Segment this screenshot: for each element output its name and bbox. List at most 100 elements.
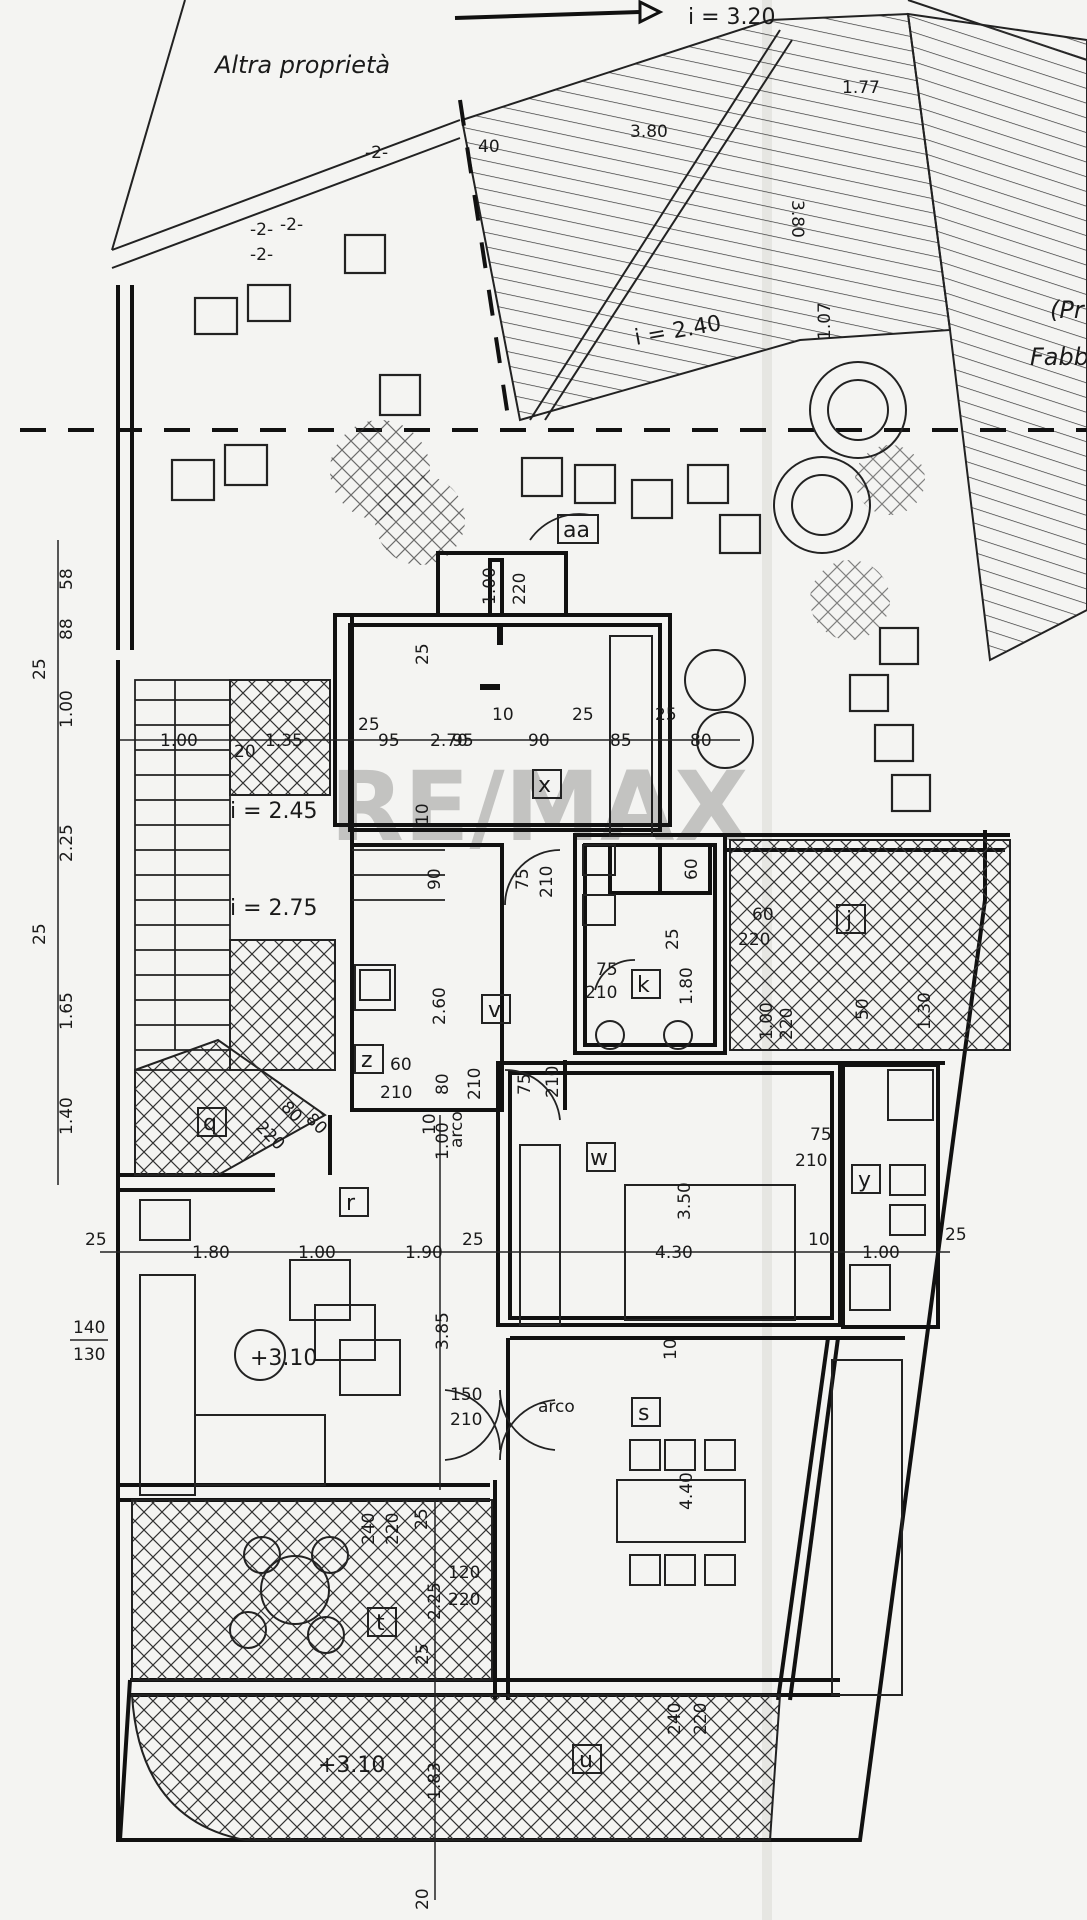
room-s: s: [638, 1401, 649, 1426]
label-slope-stair2: i = 2.75: [230, 896, 318, 921]
dims-door-k: 75 210 25 1.80 60: [585, 858, 702, 1005]
dim-mid-1: 25: [85, 1230, 107, 1250]
dim-door-v-3: 210: [465, 1068, 485, 1100]
dim-door-v-4: 60: [390, 1055, 412, 1075]
dimension-lines: [57, 540, 950, 1900]
dim-left-2: 88: [57, 618, 77, 640]
dim-door-k-3: 25: [663, 928, 683, 950]
dim-terrace-6: 120: [448, 1563, 480, 1583]
room-w: w: [590, 1146, 608, 1171]
dim-door-k-2: 210: [585, 983, 617, 1003]
room-j: j: [845, 908, 852, 933]
dim-door-x-5: 210: [537, 866, 557, 898]
label-slope-stair1: i = 2.45: [230, 799, 318, 824]
dim-bottom-2: 20: [413, 1888, 433, 1910]
dim-row1-10: 25: [572, 705, 594, 725]
axis-lines: [20, 99, 1087, 432]
dim-row1-6: 2.70: [430, 731, 468, 751]
dim-left-6: 25: [30, 923, 50, 945]
dim-bottom-1: 1.83: [425, 1762, 445, 1800]
dim-row1-8: 10: [492, 705, 514, 725]
dim-door-v-1: 2.60: [430, 987, 450, 1025]
dim-terrace-4: 2.25: [425, 1582, 445, 1620]
dim-top-2: -2-: [250, 220, 273, 240]
dim-left-7: 1.65: [57, 992, 77, 1030]
dim-top-5: 40: [478, 137, 500, 157]
dim-arch-2: 210: [450, 1410, 482, 1430]
dims-door-v: 2.60 80 210 60 210 80 10 1.00: [301, 987, 485, 1160]
dims-door-j: 60 220 1.00 220 50 1.30: [738, 905, 935, 1040]
dims-arch: 150 210: [450, 1385, 482, 1430]
dim-left-3: 25: [30, 658, 50, 680]
dim-door-k-1: 75: [596, 960, 618, 980]
dim-door-v-7: 10: [420, 1113, 440, 1135]
dim-door-top-2: 220: [510, 573, 530, 605]
label-elevation-terrace: +3.10: [318, 1753, 385, 1778]
dim-door-x-4: 75: [513, 868, 533, 890]
furniture: [139, 635, 934, 1696]
room-t: t: [376, 1611, 385, 1636]
dim-mid-9: 25: [945, 1225, 967, 1245]
room-q: q: [203, 1111, 217, 1136]
dim-top-3: -2-: [280, 215, 303, 235]
dim-terrace-7: 220: [448, 1590, 480, 1610]
label-slope-top: i = 3.20: [688, 5, 776, 30]
dim-door-top-1: 1.00: [480, 567, 500, 605]
dim-mid-8: 1.00: [862, 1243, 900, 1263]
door-swings: [444, 513, 636, 1461]
dims-door-w: 75 210 3.50 75 210: [515, 1066, 832, 1220]
room-r: r: [346, 1191, 356, 1216]
dim-top-1: -2-: [365, 143, 388, 163]
dim-row1-2: 20: [234, 742, 256, 762]
room-tags: aa x v k j z q r w y s t u: [197, 514, 881, 1774]
room-x: x: [538, 773, 551, 798]
dim-mid-7: 10: [808, 1230, 830, 1250]
dims-window-left: 140 130: [70, 1318, 108, 1365]
dim-vmid-3: 4.40: [677, 1472, 697, 1510]
dim-door-k-5: 60: [682, 858, 702, 880]
tree-icon: [684, 361, 907, 769]
label-right-bottom: Fabb: [1030, 343, 1087, 371]
dims-door-top: 1.00 220: [480, 567, 530, 605]
dim-vmid-2: 10: [661, 1338, 681, 1360]
dim-row1-4: 25: [358, 715, 380, 735]
dim-mid-6: 4.30: [655, 1243, 693, 1263]
dim-door-j-4: 220: [777, 1008, 797, 1040]
dim-door-w-2: 210: [543, 1066, 563, 1098]
dim-vmid-1: 3.85: [433, 1312, 453, 1350]
dim-door-x-3: 90: [425, 868, 445, 890]
dim-top-9: 1.07: [815, 302, 835, 340]
dim-mid-3: 1.00: [298, 1243, 336, 1263]
dim-door-j-1: 60: [752, 905, 774, 925]
dim-door-w-4: 75: [810, 1125, 832, 1145]
room-z: z: [361, 1048, 373, 1073]
dim-mid-2: 1.80: [192, 1243, 230, 1263]
dims-vertical-mid: 3.85 10 4.40: [433, 1312, 697, 1510]
room-aa: aa: [563, 518, 590, 543]
dim-door-k-4: 1.80: [677, 967, 697, 1005]
dim-top-4: -2-: [250, 245, 273, 265]
dim-row1-3: 1.35: [265, 731, 303, 751]
dims-terrace: 240 220 25 2.25 25 120 220 240 220: [359, 1508, 711, 1735]
label-arco-2: arco: [538, 1397, 575, 1417]
dims-bottom: 1.83 20: [413, 1762, 445, 1910]
watermark: RE/MAX: [330, 751, 748, 863]
dims-row1: 1.00 20 1.35 25 95 2.70 95 10 90 25 85 2…: [160, 705, 712, 762]
label-elevation-living: +3.10: [250, 1346, 317, 1371]
label-neighbor: Altra proprietà: [213, 51, 390, 79]
room-k: k: [637, 973, 650, 998]
staircase: [134, 679, 445, 1071]
dim-door-v-2: 80: [433, 1073, 453, 1095]
dim-row1-1: 1.00: [160, 731, 198, 751]
dim-door-w-3: 3.50: [675, 1182, 695, 1220]
label-arco-1: arco: [447, 1111, 467, 1148]
dims-left: 58 88 25 1.00 2.25 25 1.65 1.40: [30, 568, 77, 1135]
north-arrow: [454, 10, 641, 20]
room-u: u: [579, 1748, 593, 1773]
dim-left-5: 2.25: [57, 824, 77, 862]
dim-row1-13: 80: [690, 731, 712, 751]
dim-top-8: 3.80: [787, 200, 807, 238]
roof-sloped-area: [460, 12, 1087, 662]
dim-window-left-2: 130: [73, 1345, 105, 1365]
